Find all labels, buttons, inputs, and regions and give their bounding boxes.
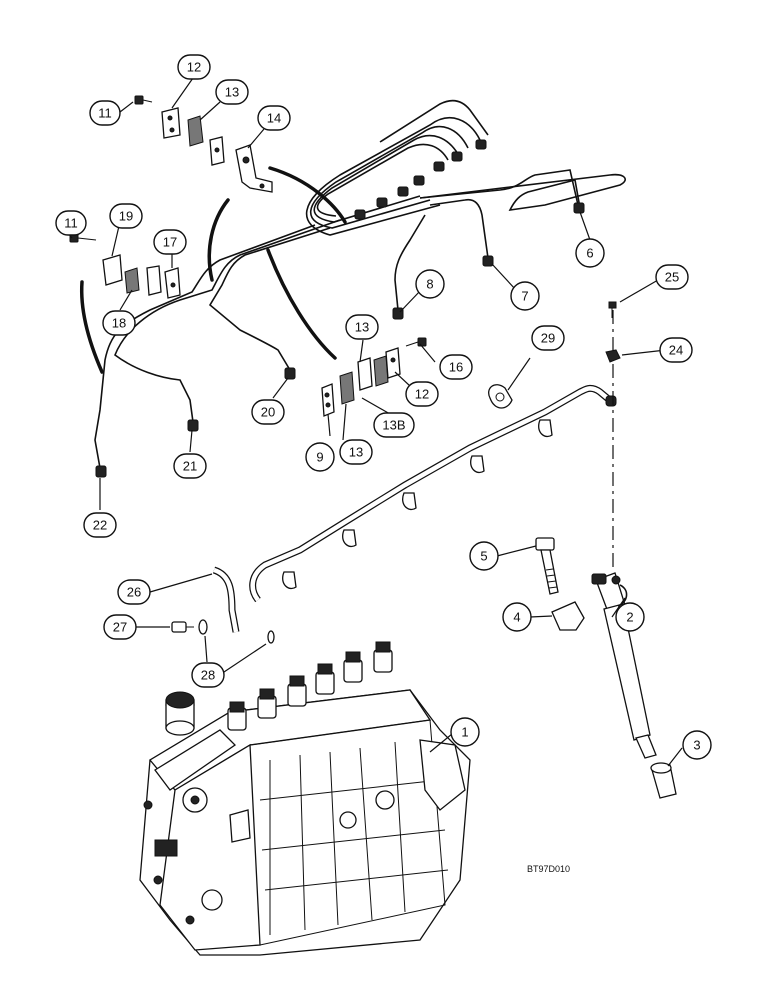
svg-text:17: 17	[163, 235, 177, 250]
banjo-bolt-washers	[171, 619, 275, 644]
callout-1: 1	[450, 717, 480, 747]
svg-text:13B: 13B	[382, 418, 405, 433]
callout-13-top: 13	[215, 79, 249, 105]
svg-text:11: 11	[64, 216, 78, 231]
svg-text:27: 27	[113, 620, 127, 635]
callout-9: 9	[305, 442, 335, 472]
callout-27: 27	[103, 614, 137, 640]
callout-6: 6	[575, 238, 605, 268]
callout-4: 4	[502, 602, 532, 632]
svg-text:16: 16	[449, 360, 463, 375]
svg-text:9: 9	[316, 450, 323, 465]
svg-text:26: 26	[127, 585, 141, 600]
svg-text:8: 8	[426, 277, 433, 292]
callout-14: 14	[257, 105, 291, 131]
clamp-position-arcs	[79, 166, 347, 374]
svg-text:7: 7	[521, 289, 528, 304]
callout-13B: 13B	[373, 412, 415, 438]
callout-18: 18	[102, 310, 136, 336]
callout-13-lower: 13	[339, 439, 373, 465]
svg-text:13: 13	[355, 320, 369, 335]
callout-28: 28	[191, 662, 225, 688]
callout-12-center: 12	[405, 381, 439, 407]
svg-text:3: 3	[693, 738, 700, 753]
callout-11-top: 11	[89, 100, 121, 126]
callout-8: 8	[415, 269, 445, 299]
left-clamp-parts	[69, 233, 181, 299]
svg-text:29: 29	[541, 331, 555, 346]
callout-26: 26	[117, 579, 151, 605]
callout-21: 21	[173, 453, 207, 479]
svg-text:18: 18	[112, 316, 126, 331]
callout-25: 25	[655, 264, 689, 290]
callout-3: 3	[682, 730, 712, 760]
svg-text:1: 1	[461, 725, 468, 740]
callout-2: 2	[615, 602, 645, 632]
callout-20: 20	[251, 399, 285, 425]
svg-text:2: 2	[626, 610, 633, 625]
svg-text:21: 21	[183, 459, 197, 474]
clip-part	[488, 384, 513, 409]
delivery-valves	[227, 641, 393, 731]
svg-text:19: 19	[119, 209, 133, 224]
callout-22: 22	[83, 512, 117, 538]
svg-text:28: 28	[201, 668, 215, 683]
callout-24: 24	[659, 337, 693, 363]
svg-text:4: 4	[513, 610, 520, 625]
callout-17: 17	[153, 229, 187, 255]
center-clamp-parts	[321, 337, 427, 417]
callout-7: 7	[510, 281, 540, 311]
callout-5: 5	[469, 541, 499, 571]
callout-11-left: 11	[55, 210, 87, 236]
svg-text:13: 13	[225, 85, 239, 100]
upper-clamp-parts	[134, 95, 273, 193]
svg-text:13: 13	[349, 445, 363, 460]
callout-13-center: 13	[345, 314, 379, 340]
svg-text:14: 14	[267, 111, 281, 126]
injector-assembly	[535, 301, 677, 799]
callout-16: 16	[439, 354, 473, 380]
figure-code: BT97D010	[527, 864, 570, 874]
svg-text:12: 12	[415, 387, 429, 402]
svg-text:11: 11	[98, 106, 112, 121]
fuel-line-fittings	[95, 139, 585, 478]
injection-pump	[139, 641, 471, 956]
callouts: 1 2 3 4 5 6 7 8 9 11 11 12 12 13 13 13 1…	[55, 54, 712, 760]
svg-text:20: 20	[261, 405, 275, 420]
svg-text:25: 25	[665, 270, 679, 285]
svg-text:5: 5	[480, 549, 487, 564]
svg-text:22: 22	[93, 518, 107, 533]
callout-12-top: 12	[177, 54, 211, 80]
leak-off-line	[212, 384, 617, 633]
svg-text:24: 24	[669, 343, 683, 358]
svg-text:6: 6	[586, 246, 593, 261]
svg-text:12: 12	[187, 60, 201, 75]
callout-29: 29	[531, 325, 565, 351]
callout-19: 19	[109, 203, 143, 229]
